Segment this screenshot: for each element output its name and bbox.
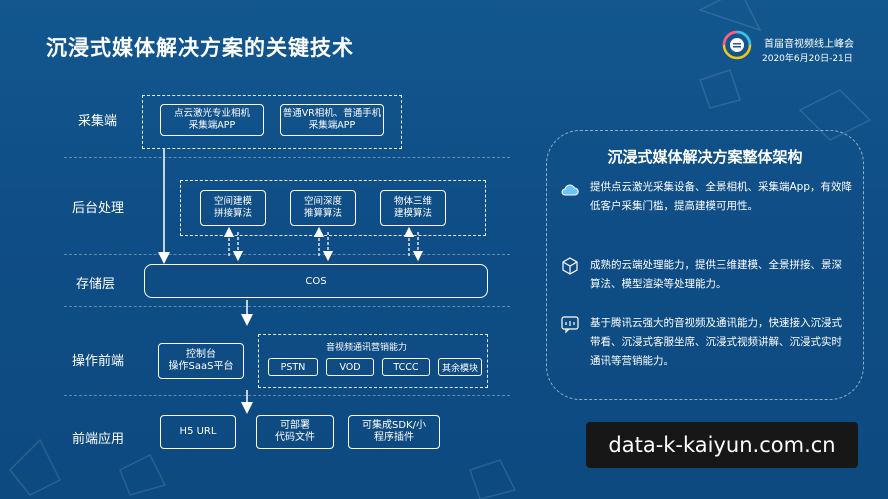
media-capability-group [258,334,488,388]
chat-icon [561,316,579,334]
media-capability-caption: 音视频通讯营销能力 [326,343,408,353]
capture-node-vr-phone: 普通VR相机、普通手机采集端APP [280,104,384,136]
feature-text-communication: 基于腾讯云强大的音视频及通讯能力，快速接入沉浸式带看、沉浸式客服坐席、沉浸式视频… [590,317,842,367]
feature-text-processing: 成熟的云端处理能力，提供三维建模、全景拼接、景深算法、模型渲染等处理能力。 [590,259,842,290]
event-date: 2020年6月20日-21日 [762,54,853,64]
console-saas-node: 控制台操作SaaS平台 [158,343,244,379]
layer-divider [64,306,510,307]
storage-cos: COS [144,264,488,298]
architecture-panel [546,130,864,400]
layer-label-operation: 操作前端 [72,354,125,369]
layer-divider [64,254,510,255]
watermark: data-k-kaiyun.com.cn [586,422,858,468]
tag-vod: VOD [326,358,374,376]
processing-node-depth-estimation: 空间深度推算算法 [290,190,356,226]
event-logo-icon [722,30,752,60]
event-name: 首届音视频线上峰会 [764,39,854,50]
processing-node-space-modeling: 空间建模拼接算法 [200,190,266,226]
layer-divider [64,157,510,158]
frontend-node-sdk: 可集成SDK/小程序插件 [348,415,440,449]
tag-pstn: PSTN [268,358,318,376]
tag-tccc: TCCC [382,358,430,376]
frontend-node-code: 可部署代码文件 [256,415,334,449]
capture-group [142,95,402,149]
layer-label-capture: 采集端 [78,114,118,129]
layer-label-processing: 后台处理 [72,201,125,216]
capture-node-pro-camera: 点云激光专业相机采集端APP [160,104,264,136]
panel-title: 沉浸式媒体解决方案整体架构 [607,148,803,166]
cloud-icon [561,184,579,196]
processing-node-object-3d: 物体三维建模算法 [380,190,446,226]
frontend-node-h5: H5 URL [160,415,236,449]
feature-text-capture: 提供点云激光采集设备、全景相机、采集端App，有效降低客户采集门槛，提高建模可用… [590,181,853,212]
tag-other-modules: 其余模块 [438,358,482,376]
layer-label-frontend: 前端应用 [72,432,125,447]
processing-group [180,180,486,236]
cube-icon [562,257,578,275]
page-title: 沉浸式媒体解决方案的关键技术 [46,36,354,60]
layer-label-storage: 存储层 [76,277,116,292]
layer-divider [64,395,510,396]
